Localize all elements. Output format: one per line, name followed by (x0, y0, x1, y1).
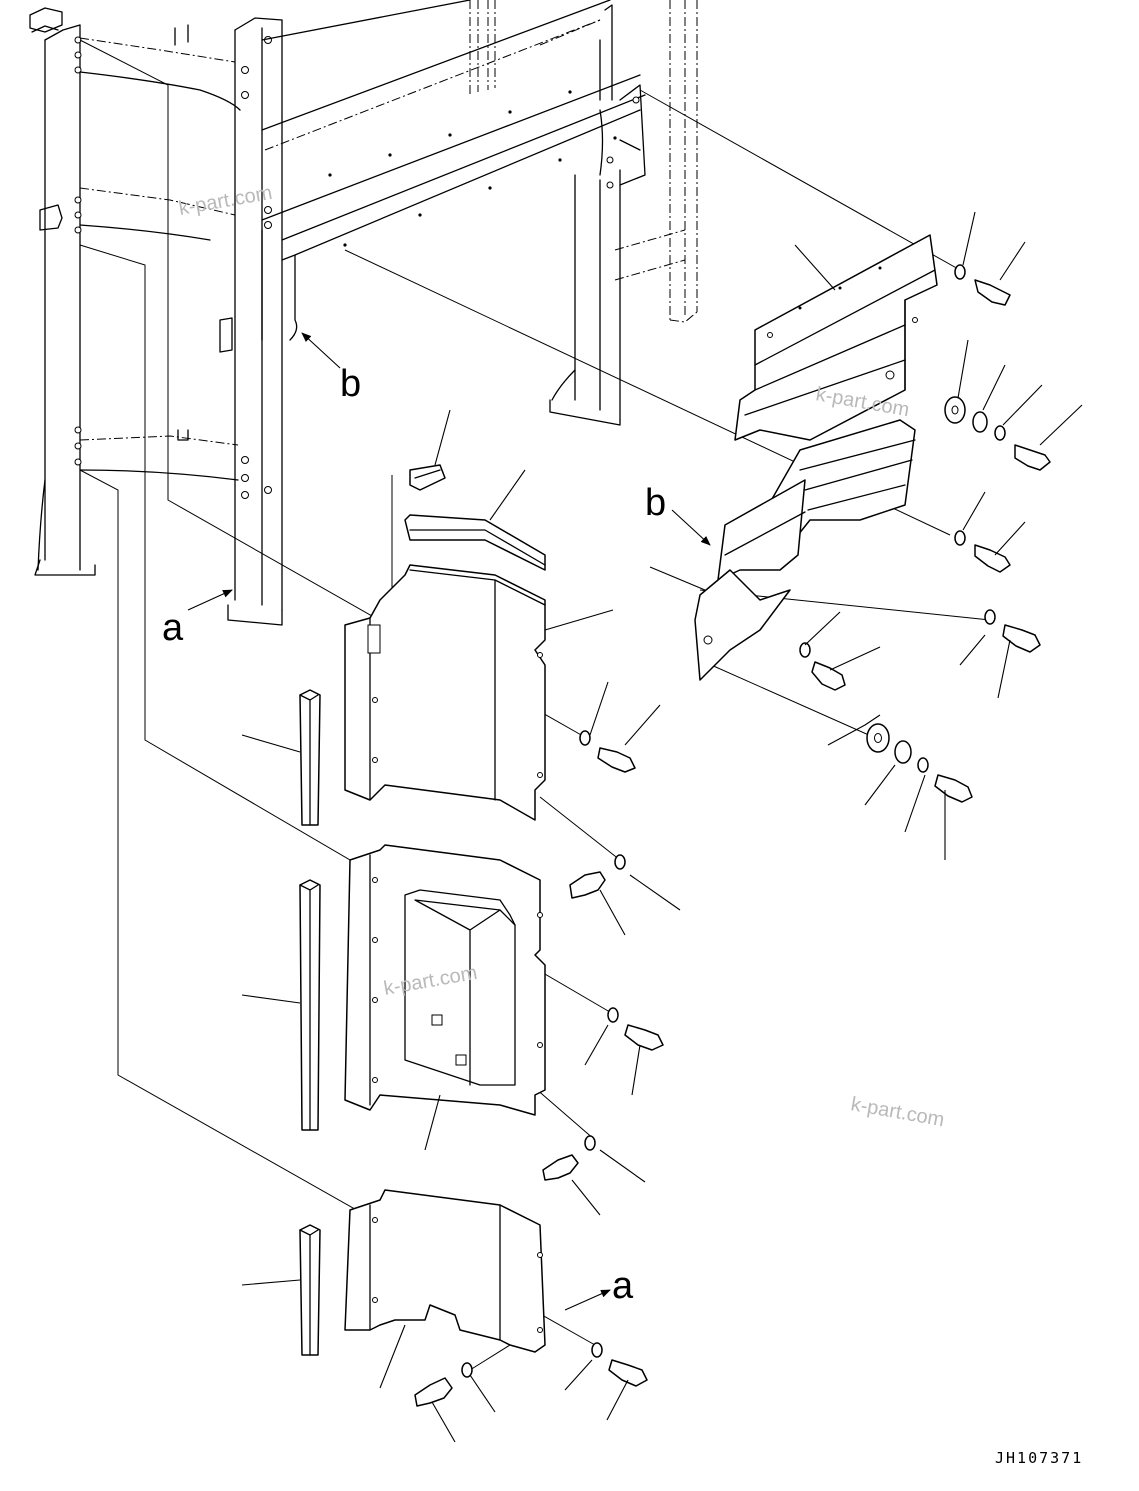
leader-lines (241, 211, 1083, 1443)
drawing-number: JH107371 (995, 1449, 1083, 1467)
vertical-seal-1 (299, 689, 321, 826)
bolt-7 (607, 1007, 664, 1051)
watermark-4: k-part.com (849, 1093, 946, 1131)
bolt-5 (579, 730, 636, 773)
callout-a-top: a (162, 607, 184, 649)
middle-post-holes (241, 36, 272, 499)
bolt-1 (954, 264, 1011, 306)
bolt-6 (569, 854, 626, 899)
bolt-10 (414, 1362, 473, 1407)
top-seal-strip (404, 514, 546, 571)
bolt-9 (591, 1342, 648, 1387)
vertical-seal-2 (299, 879, 321, 1131)
middle-right-cover (694, 419, 916, 681)
washer-set-2 (866, 723, 973, 803)
view-arrows (187, 332, 711, 1311)
bolt-8 (542, 1135, 596, 1181)
washer-set-1 (944, 396, 1051, 471)
machine-frame (29, 0, 698, 626)
upper-right-cover (734, 234, 938, 441)
clip-bracket (409, 464, 446, 491)
beam-holes (328, 90, 617, 247)
upper-side-panel (344, 564, 546, 821)
bolt-4 (799, 642, 846, 691)
callout-b-right: b (645, 482, 666, 524)
lower-side-panel (344, 1189, 546, 1353)
vertical-seal-3 (299, 1224, 321, 1356)
bolt-3 (984, 609, 1041, 653)
watermark-1: k-part.com (177, 182, 274, 220)
callout-b-left: b (340, 363, 361, 405)
callout-a-bottom: a (612, 1265, 634, 1307)
left-post-holes (74, 36, 82, 466)
bolt-2 (954, 530, 1011, 573)
middle-side-panel (344, 844, 546, 1116)
fasteners (414, 264, 1051, 1407)
